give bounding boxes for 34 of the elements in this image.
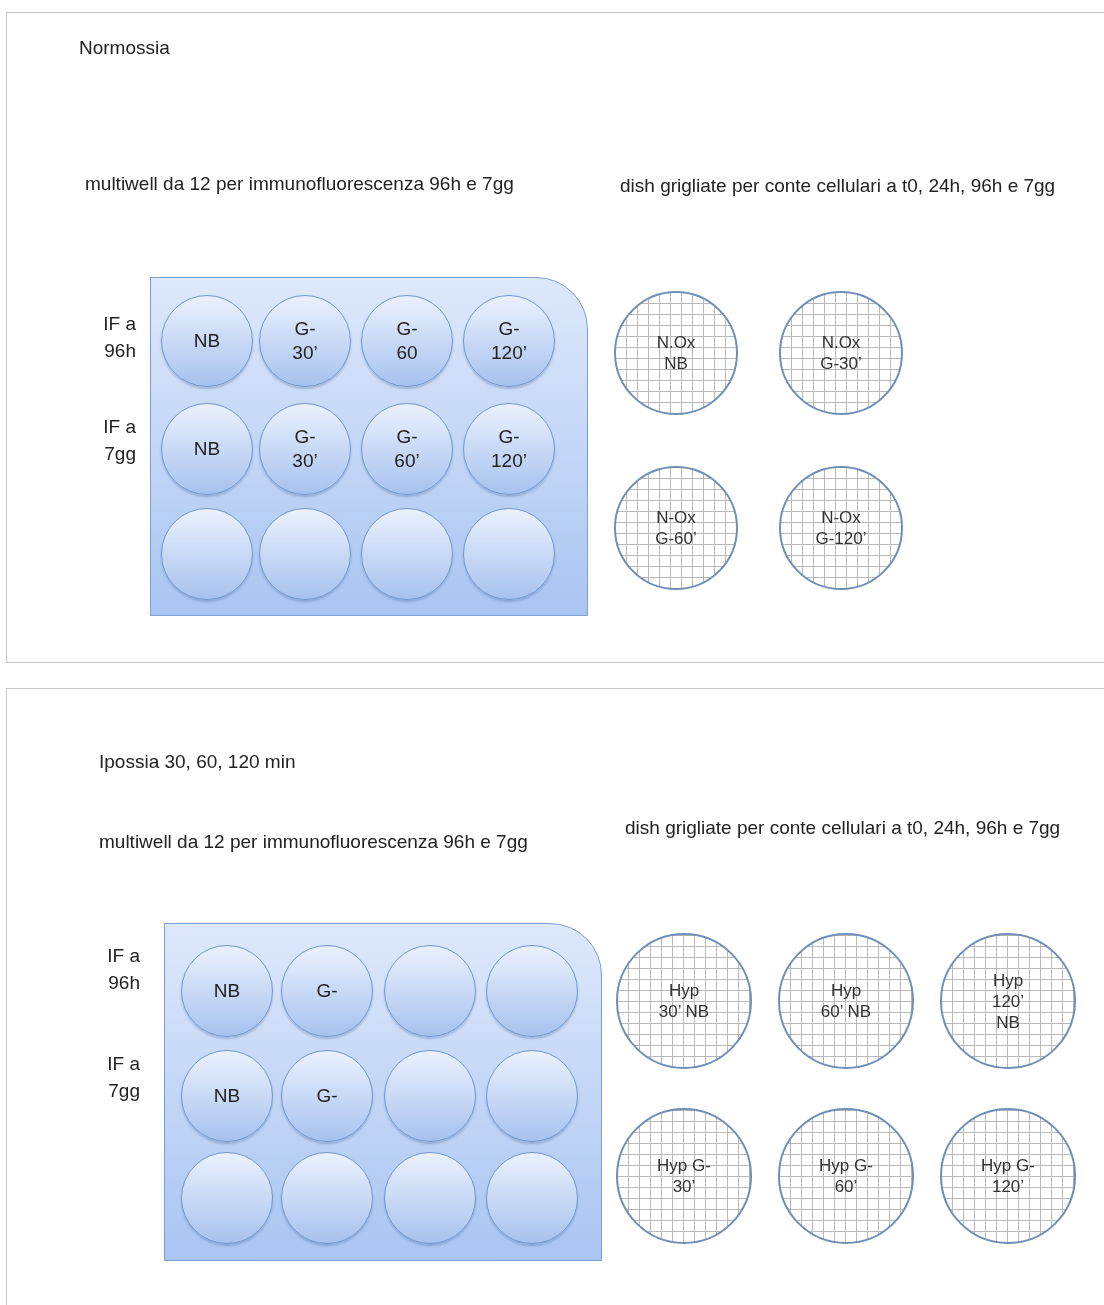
well-label: G- 60 [395,317,419,365]
panel-frame [6,688,1104,1305]
dish-label: Hyp G- 30’ [656,1155,712,1197]
dish-label: N-Ox G-60’ [654,507,698,549]
well-label: NB [192,329,222,353]
well-label: NB [212,1084,242,1108]
dish-label: Hyp 120’ NB [990,969,1026,1033]
row-label: IF a 7gg [102,415,136,466]
dish-label: Hyp G- 120’ [980,1155,1036,1197]
well-label: G- 60’ [393,425,421,473]
dish-label: N.Ox NB [655,332,697,374]
well-label: G- 30’ [291,425,319,473]
plate-caption: multiwell da 12 per immunofluorescenza 96h e 7gg [99,830,529,854]
dish-caption: dish grigliate per conte cellulari a t0, 24h, 96h e 7gg [625,816,1062,840]
dish-label: N-Ox G-120’ [814,507,868,549]
well-label: G- 30’ [291,317,319,365]
panel-frame [6,12,1104,663]
panel-title: Normossia [79,37,170,59]
well-label: G- 120’ [490,425,528,473]
dish-label: Hyp 60’ NB [819,980,873,1022]
well-label: NB [212,979,242,1003]
well-label: G- [315,1084,339,1108]
well-label: G- 120’ [490,317,528,365]
dish-caption: dish grigliate per conte cellulari a t0, 24h, 96h e 7gg [620,174,1057,198]
well-label: G- [315,979,339,1003]
row-label: IF a 7gg [106,1052,140,1103]
dish-label: N.Ox G-30’ [819,332,863,374]
plate-caption: multiwell da 12 per immunofluorescenza 96h e 7gg [85,172,515,196]
panel-title: Ipossia 30, 60, 120 min [99,751,296,773]
row-label: IF a 96h [102,312,136,363]
dish-label: Hyp 30’ NB [657,980,711,1022]
row-label: IF a 96h [106,944,140,995]
well-label: NB [192,437,222,461]
dish-label: Hyp G- 60’ [818,1155,874,1197]
